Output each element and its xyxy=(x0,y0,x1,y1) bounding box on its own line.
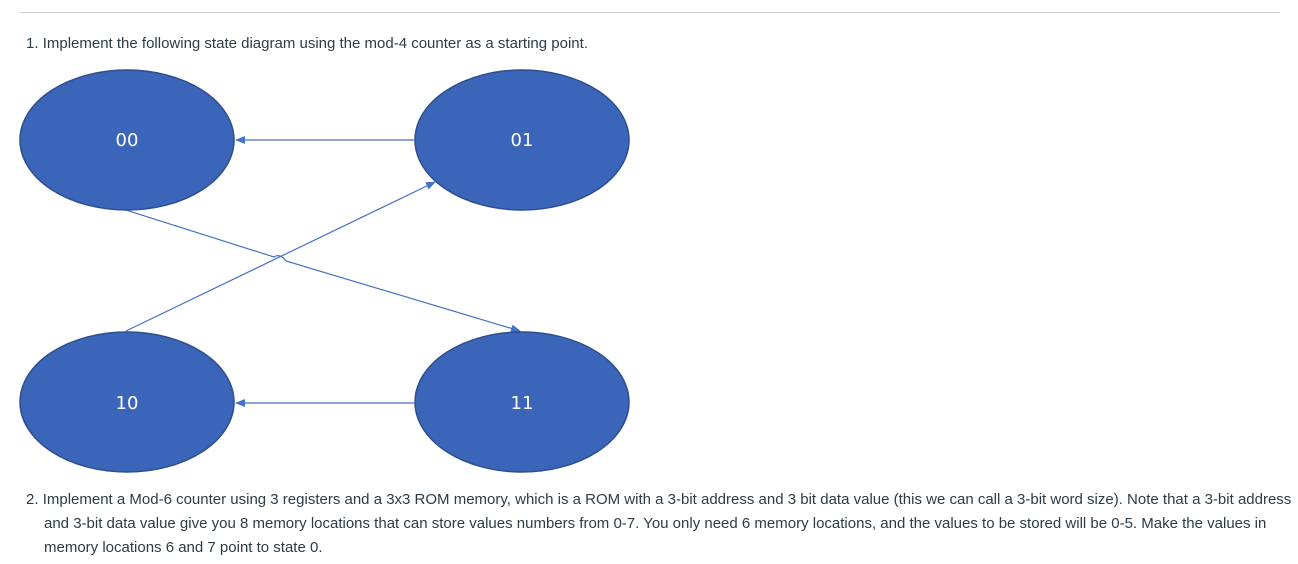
top-divider xyxy=(20,12,1280,13)
question-1: 1. Implement the following state diagram… xyxy=(26,34,588,54)
state-11-label: 11 xyxy=(511,393,534,414)
state-11: 11 xyxy=(414,331,630,473)
question-2-number: 2. xyxy=(26,491,39,508)
transition-00-to-11 xyxy=(125,209,521,333)
state-00: 00 xyxy=(19,69,235,211)
transition-10-to-01 xyxy=(125,181,436,332)
question-2: 2. Implement a Mod-6 counter using 3 reg… xyxy=(26,488,1294,560)
state-10-label: 10 xyxy=(116,393,139,414)
question-2-text: Implement a Mod-6 counter using 3 regist… xyxy=(42,491,1292,556)
question-1-text: Implement the following state diagram us… xyxy=(42,35,588,52)
question-1-number: 1. xyxy=(26,35,39,52)
state-01: 01 xyxy=(414,69,630,211)
state-10: 10 xyxy=(19,331,235,473)
state-01-label: 01 xyxy=(511,130,534,151)
state-00-label: 00 xyxy=(116,130,139,151)
state-diagram: 00 01 10 11 xyxy=(19,69,630,473)
